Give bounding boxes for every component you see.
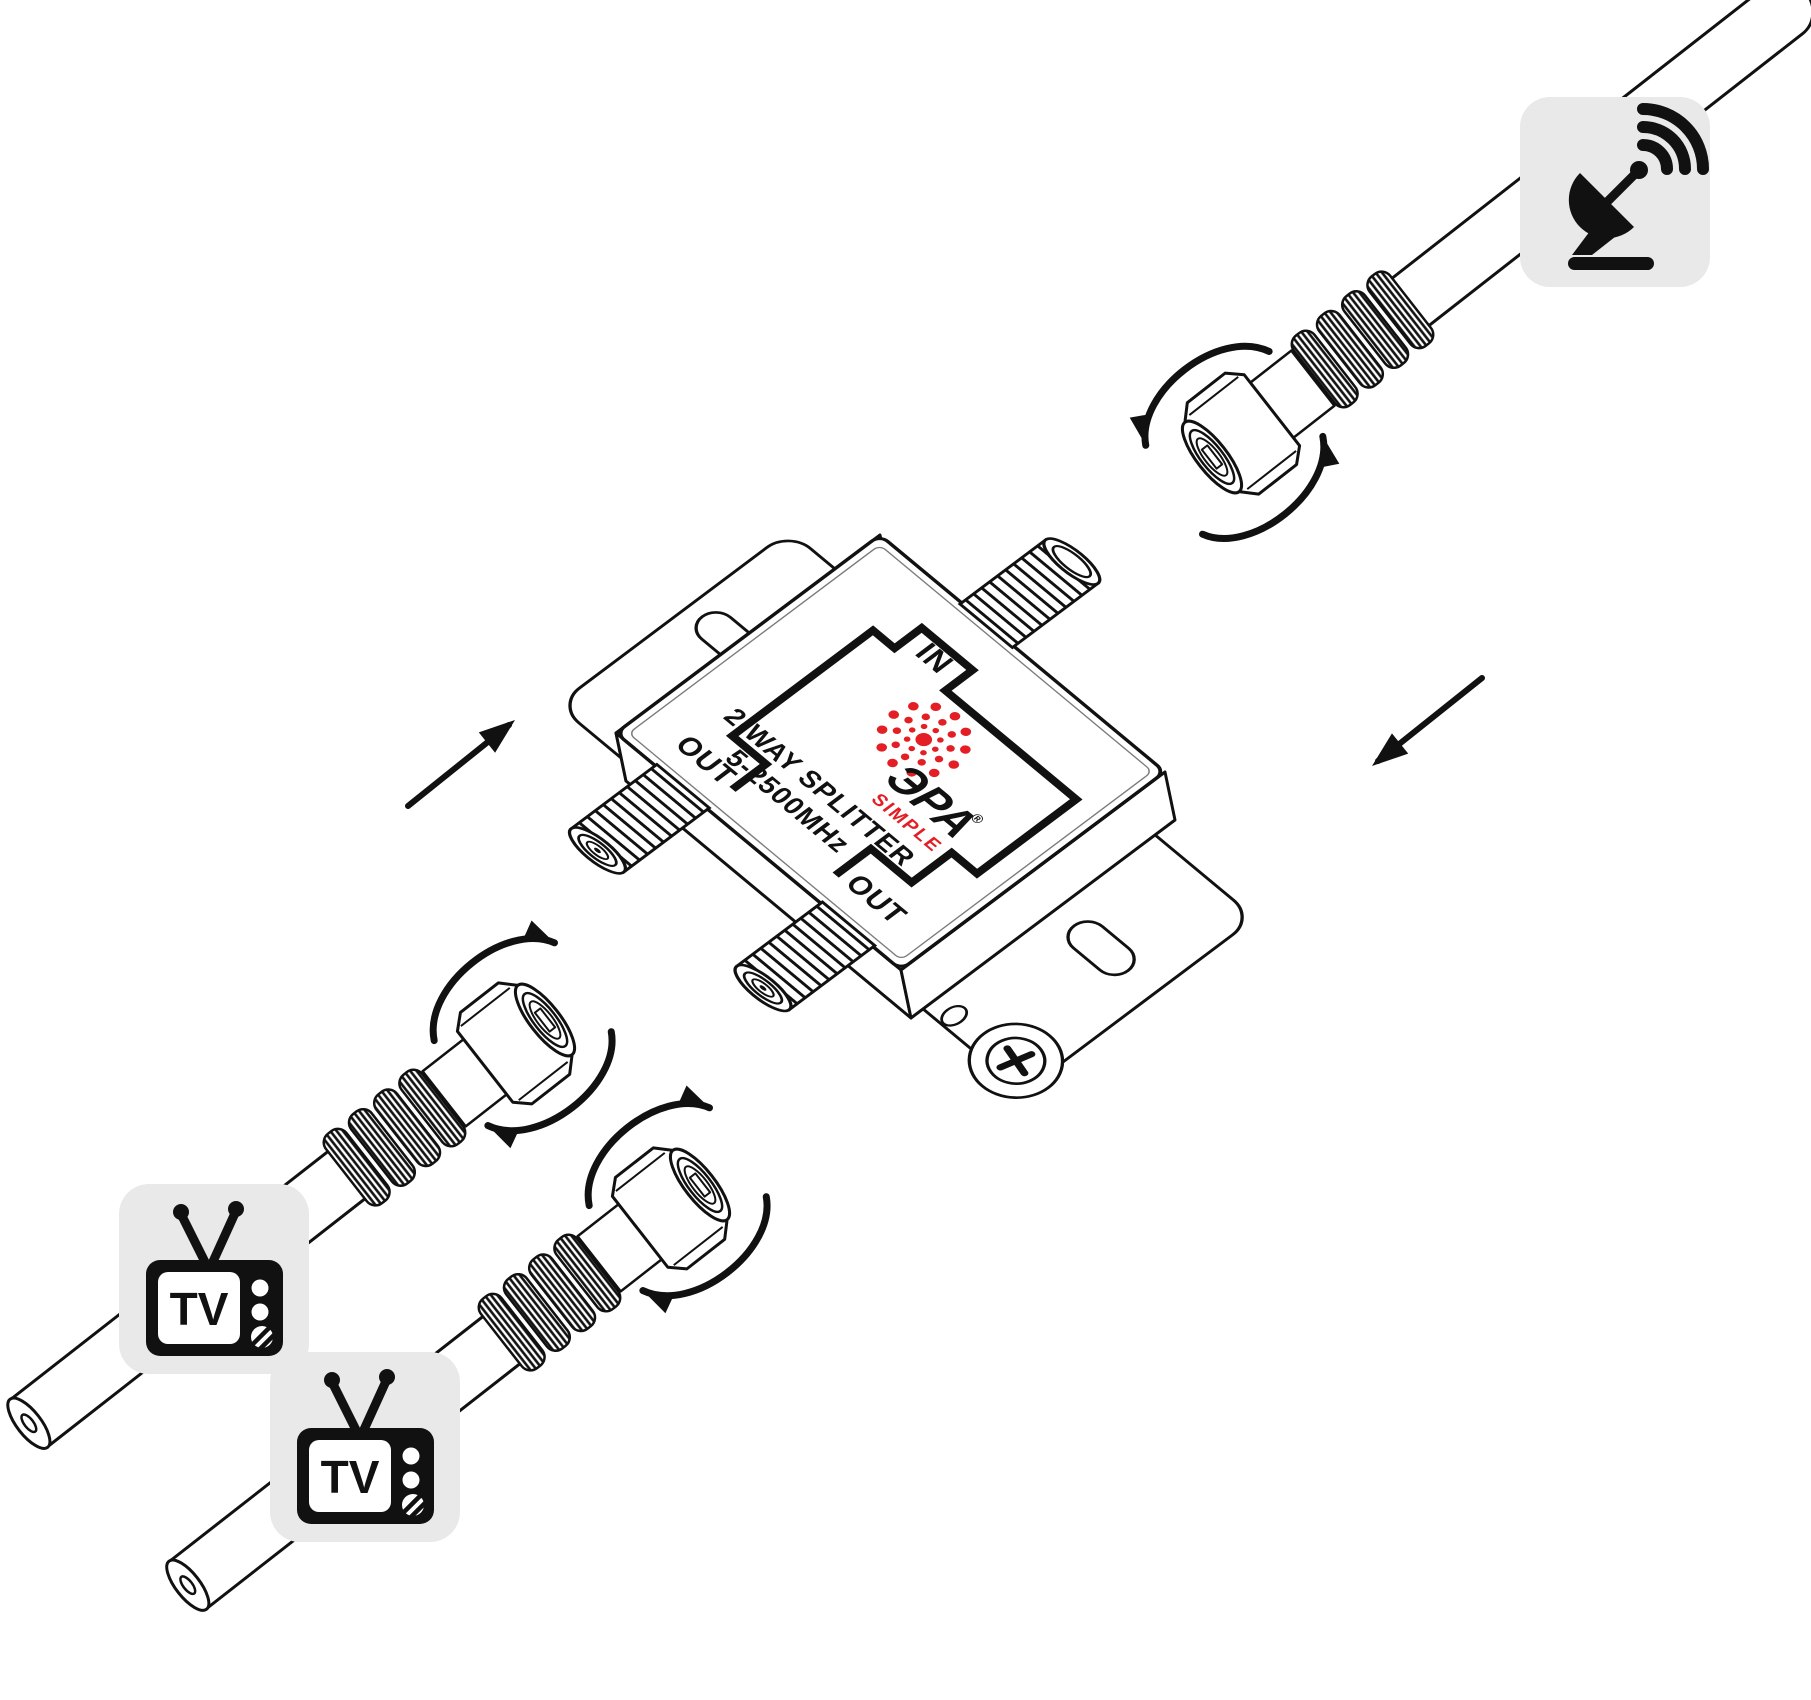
rotate-arrowhead	[642, 1290, 675, 1314]
ferrule-band	[1315, 309, 1385, 389]
connector-tip	[1180, 419, 1244, 495]
port-in	[957, 537, 1102, 650]
cable-open-end	[6, 1396, 52, 1450]
ferrule-band	[1340, 290, 1410, 370]
ferrule-band	[372, 1088, 442, 1168]
dish-bowl	[1568, 173, 1634, 239]
circuit-trace	[725, 622, 1083, 888]
signal-wave-icon	[1637, 139, 1673, 175]
splitter: IN OUT OUT ЭРА ® SIMPLE 2-WAY SPLITTER 5…	[567, 533, 1244, 1099]
mount-slot-right	[1066, 920, 1136, 977]
ferrule-band	[347, 1107, 417, 1187]
signal-wave-icon	[1637, 103, 1709, 175]
crimp-ferrule	[322, 1068, 467, 1207]
nut-facet-lines	[615, 1152, 724, 1266]
connector-nut	[610, 1146, 729, 1271]
dish-feed-arm	[1603, 168, 1641, 206]
crimp-ferrule	[477, 1233, 622, 1372]
connector-tip	[513, 982, 577, 1058]
connector-tip	[668, 1147, 732, 1223]
rotate-arrowhead	[487, 1125, 520, 1149]
rotate-arrow	[584, 1085, 771, 1314]
cable-open-end	[165, 1558, 211, 1612]
rotate-arrow	[1129, 342, 1340, 542]
connector-nut	[1183, 371, 1302, 496]
insert-arrow-right	[1372, 675, 1485, 766]
phillips-screw-icon	[985, 1036, 1047, 1085]
rotate-arrow	[429, 920, 616, 1149]
rotate-arrowhead	[522, 920, 555, 943]
ferrule-band	[398, 1068, 467, 1148]
era-logo-sunburst	[876, 702, 972, 778]
plate-hole	[940, 1005, 969, 1027]
direction-arrowhead	[1372, 733, 1409, 766]
ferrule-band	[502, 1272, 572, 1352]
connector-nut	[455, 981, 574, 1106]
ferrule-band	[1290, 329, 1359, 409]
signal-wave-icon	[1637, 121, 1691, 175]
port-out-left	[567, 762, 712, 875]
dish-feed-head	[1630, 161, 1648, 179]
dish-stand	[1572, 215, 1620, 255]
splitter-face: IN OUT OUT ЭРА ® SIMPLE 2-WAY SPLITTER 5…	[567, 537, 1163, 1013]
rotate-arrowhead	[677, 1085, 710, 1108]
crimp-ferrule	[1290, 270, 1435, 409]
nut-facet-lines	[460, 987, 569, 1101]
dish-base	[1568, 257, 1654, 270]
face-bevel	[631, 546, 1150, 958]
port-out-bottom	[733, 900, 878, 1013]
nut-facet-lines	[1188, 376, 1297, 490]
tv-label: TV	[170, 1283, 229, 1335]
direction-arrowhead	[478, 720, 515, 753]
ferrule-band	[527, 1253, 597, 1333]
rotate-arrowhead	[1317, 436, 1340, 468]
ferrule-band	[322, 1127, 391, 1207]
tv-label: TV	[321, 1451, 380, 1503]
insert-arrow-left	[405, 720, 515, 809]
ferrule-band	[1366, 270, 1435, 350]
satellite-dish-icon	[1520, 97, 1710, 287]
rotate-arrowhead	[1129, 413, 1152, 446]
ferrule-band	[477, 1292, 546, 1372]
tv-icon-1: TV	[119, 1184, 309, 1374]
ferrule-band	[553, 1233, 622, 1313]
tv-icon-2: TV	[270, 1352, 460, 1542]
